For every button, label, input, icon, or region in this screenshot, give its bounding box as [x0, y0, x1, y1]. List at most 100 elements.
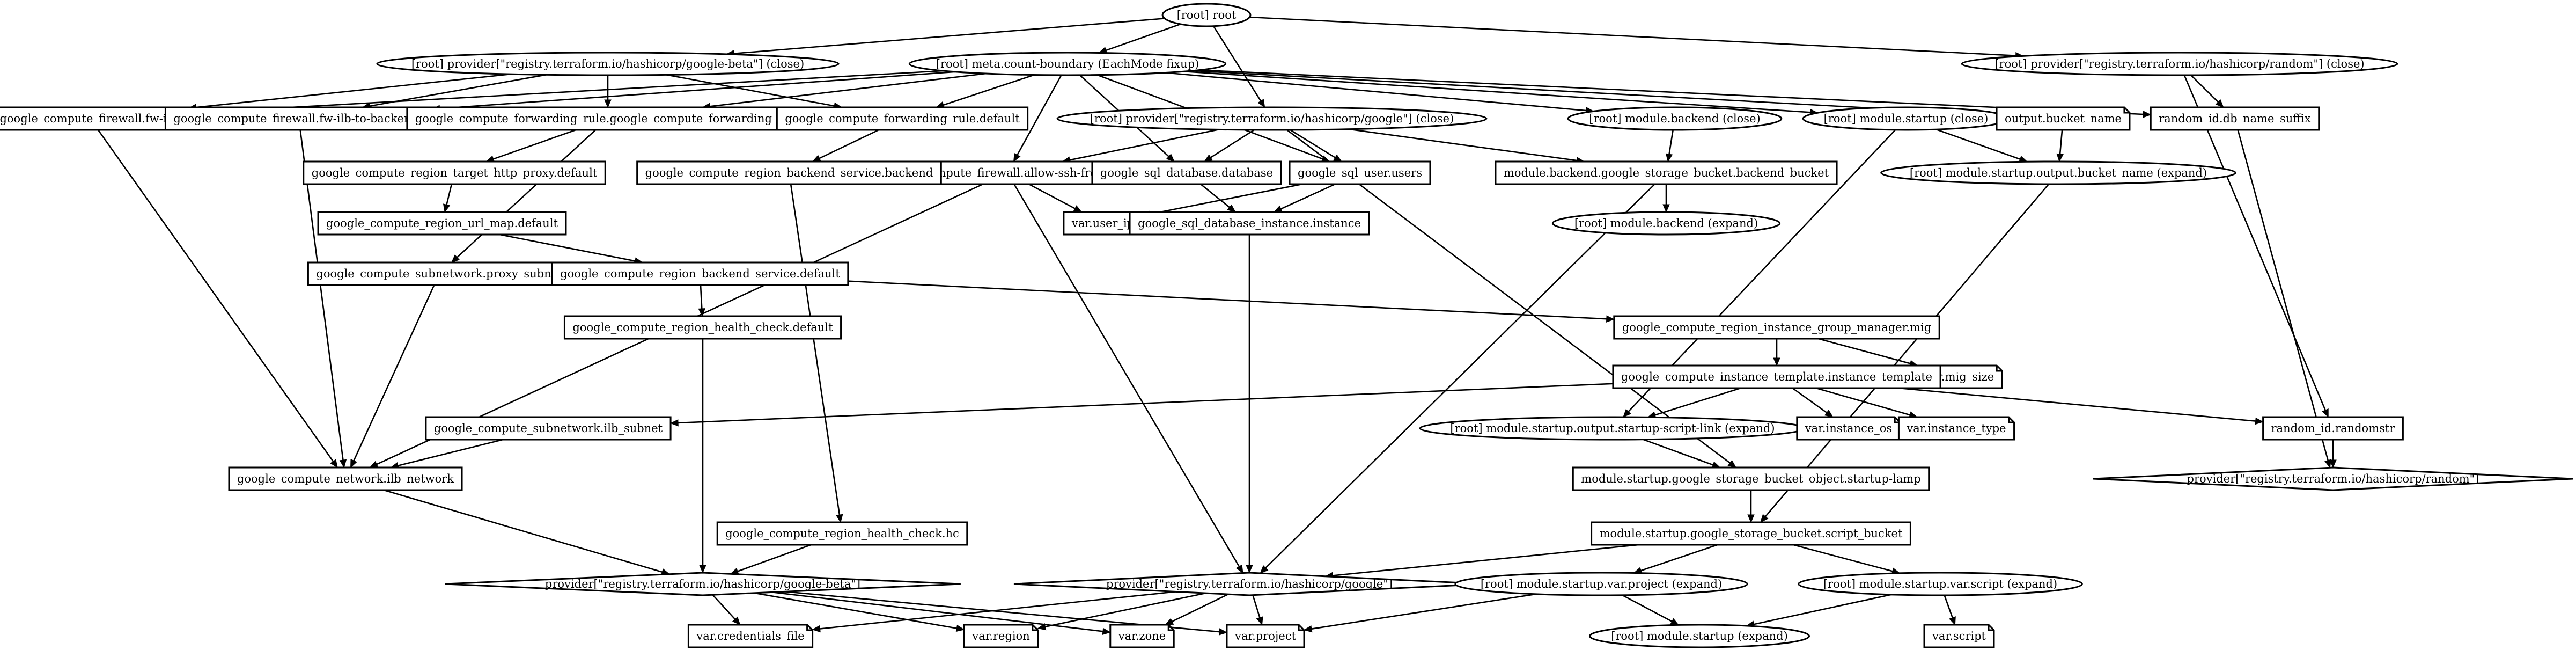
- node-rbs-default: google_compute_region_backend_service.de…: [551, 261, 849, 286]
- node-mod-startup-expand: [root] module.startup (expand): [1588, 624, 1810, 648]
- node-label: output.bucket_name: [2005, 112, 2122, 125]
- box-shape: [551, 261, 849, 286]
- node-var-type: var.instance_type: [1897, 416, 2015, 441]
- ellipse-shape: [1798, 572, 2083, 596]
- ellipse-shape: [1880, 160, 2236, 185]
- arrowhead-backend-bucket-to-mod-backend-expand: [1662, 204, 1670, 213]
- node-mig: google_compute_region_instance_group_man…: [1613, 315, 1940, 340]
- node-label: [root] provider["registry.terraform.io/h…: [411, 57, 804, 70]
- arrowhead-hc-default-to-prov-beta: [699, 565, 706, 574]
- edge-ilb-subnet-to-ilb-network: [398, 439, 503, 466]
- node-random-db: random_id.db_name_suffix: [2150, 106, 2320, 131]
- node-root: [root] root: [1161, 3, 1252, 27]
- arrowhead-backend-bucket-to-prov-google: [1260, 565, 1269, 574]
- box-shape: [1612, 364, 1941, 389]
- node-label: google_sql_database_instance.instance: [1138, 217, 1361, 230]
- arrowhead-var-project-expand-to-mod-startup-expand: [1670, 618, 1680, 625]
- node-label: var.credentials_file: [696, 630, 804, 642]
- node-sql-user: google_sql_user.users: [1289, 160, 1431, 185]
- edge-random-db-to-prov-random: [2237, 129, 2329, 461]
- node-label: random_id.randomstr: [2271, 422, 2396, 435]
- arrowhead-prov-beta-to-var-project: [1218, 628, 1228, 636]
- edge-script-bucket-to-var-project-expand: [1640, 544, 1718, 572]
- box-shape: [317, 211, 567, 236]
- node-meta: [root] meta.count-boundary (EachMode fix…: [908, 52, 1227, 76]
- arrowhead-proxy-subnet-to-ilb-network: [350, 459, 357, 469]
- edge-output-bucket-to-startup-output-expand: [2059, 129, 2063, 155]
- arrowhead-randomstr-to-prov-random: [2329, 459, 2337, 469]
- edge-prov-beta-to-var-cred: [712, 594, 736, 620]
- ellipse-shape: [1161, 3, 1252, 27]
- node-label: var.zone: [1118, 630, 1166, 642]
- node-label: [root] provider["registry.terraform.io/h…: [1090, 112, 1454, 125]
- note-shape: [1226, 624, 1305, 648]
- node-hc-default: google_compute_region_health_check.defau…: [563, 315, 842, 340]
- edge-hc-hc-to-prov-beta: [737, 544, 812, 572]
- node-output-bucket: output.bucket_name: [1996, 106, 2131, 131]
- node-startup-output-expand: [root] module.startup.output.bucket_name…: [1880, 160, 2236, 185]
- ellipse-shape: [1567, 106, 1783, 131]
- arrowhead-rbs-backend-to-hc-hc: [836, 514, 843, 523]
- edge-fw-ssh-to-var-user-ip: [1028, 183, 1076, 209]
- node-backend-bucket: module.backend.google_storage_bucket.bac…: [1495, 160, 1838, 185]
- node-label: google_compute_region_instance_group_man…: [1622, 321, 1931, 334]
- edge-meta-to-fr-default: [943, 74, 1035, 106]
- edge-rbs-default-to-hc-default: [700, 284, 703, 309]
- arrowhead-rbs-default-to-mig: [1606, 315, 1615, 323]
- note-shape: [1109, 624, 1175, 648]
- arrowhead-tmpl-to-var-os: [1824, 410, 1834, 418]
- arrowhead-var-script-expand-to-var-script: [1949, 616, 1956, 626]
- node-prov-google: provider["registry.terraform.io/hashicor…: [1013, 572, 1485, 596]
- ellipse-shape: [1056, 106, 1488, 131]
- node-label: [root] module.startup.output.bucket_name…: [1910, 166, 2207, 179]
- arrowhead-fr-gfr-to-proxy-subnet: [451, 254, 460, 263]
- node-urlmap: google_compute_region_url_map.default: [317, 211, 567, 236]
- arrowhead-prov-beta-to-var-zone: [1102, 627, 1112, 635]
- node-label: [root] module.backend (expand): [1574, 217, 1758, 230]
- edge-tmpl-to-var-type: [1815, 387, 1910, 416]
- edge-prov-google-to-var-cred: [820, 591, 1176, 630]
- arrowhead-startup-output-expand-to-script-bucket: [1760, 514, 1769, 523]
- edge-root-to-prov-google-close: [1213, 26, 1262, 101]
- note-shape: [963, 624, 1039, 648]
- graph-nodes: [root] root [root] provider["registry.ter…: [0, 3, 2573, 648]
- arrowhead-meta-to-random-db: [2143, 111, 2152, 118]
- diamond-shape: [445, 572, 961, 596]
- diamond-shape: [1013, 572, 1485, 596]
- node-label: google_compute_instance_template.instanc…: [1621, 370, 1932, 383]
- edge-thp-to-urlmap: [446, 184, 453, 205]
- node-label: provider["registry.terraform.io/hashicor…: [2187, 472, 2479, 485]
- node-var-zone: var.zone: [1109, 624, 1175, 648]
- node-prov-random: provider["registry.terraform.io/hashicor…: [2093, 466, 2573, 491]
- arrowhead-prov-beta-to-var-region: [955, 624, 965, 632]
- box-shape: [307, 261, 572, 286]
- box-shape: [776, 106, 1029, 131]
- edge-fr-gfr-to-proxy-subnet: [457, 129, 597, 258]
- edge-script-bucket-to-var-script-expand: [1793, 544, 1893, 572]
- edge-root-to-prov-random-close: [1249, 16, 2016, 56]
- edge-script-bucket-to-prov-google: [1333, 544, 1639, 576]
- box-shape: [716, 521, 968, 546]
- node-var-script: var.script: [1923, 624, 1995, 648]
- box-shape: [636, 160, 942, 185]
- node-label: [root] module.startup.output.startup-scr…: [1450, 422, 1775, 435]
- edge-startup-output-expand-to-script-bucket: [1765, 184, 2050, 517]
- box-shape: [0, 106, 190, 131]
- node-label: module.backend.google_storage_bucket.bac…: [1504, 166, 1829, 179]
- node-sql-instance: google_sql_database_instance.instance: [1129, 211, 1370, 236]
- arrowhead-thp-to-urlmap: [443, 203, 451, 213]
- node-label: module.startup.google_storage_bucket_obj…: [1581, 472, 1920, 485]
- note-shape: [687, 624, 814, 648]
- node-label: [root] module.startup.var.script (expand…: [1823, 578, 2057, 590]
- edge-tmpl-to-ilb-subnet: [678, 383, 1613, 424]
- edge-var-script-expand-to-mod-startup-expand: [1754, 594, 1892, 625]
- arrowhead-prov-google-to-var-cred: [812, 625, 821, 633]
- edge-var-script-expand-to-var-script: [1944, 595, 1953, 618]
- node-label: var.script: [1932, 630, 1986, 642]
- arrowhead-root-to-prov-google-close: [1257, 99, 1265, 108]
- box-shape: [563, 315, 842, 340]
- node-label: google_compute_region_health_check.hc: [725, 527, 959, 540]
- note-shape: [1923, 624, 1995, 648]
- edge-fw-iap-to-ilb-network: [97, 129, 334, 462]
